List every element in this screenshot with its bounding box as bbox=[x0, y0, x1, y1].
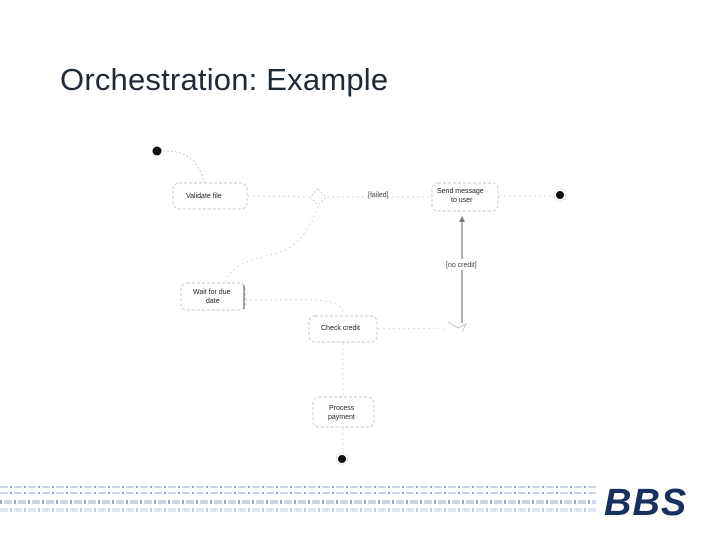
flow-check-to-credit-decision bbox=[377, 327, 449, 330]
final-node-right bbox=[556, 191, 564, 199]
activity-diagram: Validate file [failed] Send message to u… bbox=[152, 146, 567, 466]
flow-decision-to-wait bbox=[224, 205, 319, 283]
action-send-message bbox=[431, 182, 499, 212]
label-process-payment-1: Process bbox=[329, 405, 355, 412]
label-send-message-2: to user bbox=[451, 197, 473, 204]
decision-node bbox=[309, 188, 327, 206]
credit-decision-node bbox=[447, 321, 467, 333]
footer-decorative-band bbox=[0, 486, 596, 512]
band-row-middle bbox=[0, 496, 596, 504]
flow-wait-to-check bbox=[244, 298, 344, 313]
initial-node bbox=[152, 146, 162, 156]
bbs-logo: BBS bbox=[604, 482, 688, 524]
final-node-outer-right bbox=[553, 188, 567, 202]
final-node-bottom bbox=[338, 455, 346, 463]
band-row-top bbox=[0, 486, 596, 494]
guard-failed: [failed] bbox=[368, 192, 389, 199]
label-validate-file: Validate file bbox=[186, 193, 222, 200]
guard-no-credit-bg bbox=[443, 259, 483, 270]
label-wait-due-date-2: date bbox=[206, 298, 220, 305]
label-wait-due-date-1: Wait for due bbox=[193, 289, 231, 296]
label-process-payment-2: payment bbox=[328, 414, 355, 421]
flow-validate-to-decision bbox=[247, 195, 310, 198]
guard-no-credit: [no credit] bbox=[446, 262, 477, 269]
action-check-credit bbox=[308, 315, 378, 343]
action-process-payment bbox=[312, 396, 375, 428]
flow-start-to-validate bbox=[162, 150, 206, 186]
action-validate-file bbox=[172, 182, 248, 210]
final-node-outer-bottom bbox=[335, 452, 349, 466]
band-row-bottom bbox=[0, 506, 596, 512]
label-check-credit: Check credit bbox=[321, 325, 360, 332]
label-send-message-1: Send message bbox=[437, 188, 484, 195]
action-wait-due-date bbox=[180, 282, 246, 311]
slide-title: Orchestration: Example bbox=[60, 62, 389, 97]
